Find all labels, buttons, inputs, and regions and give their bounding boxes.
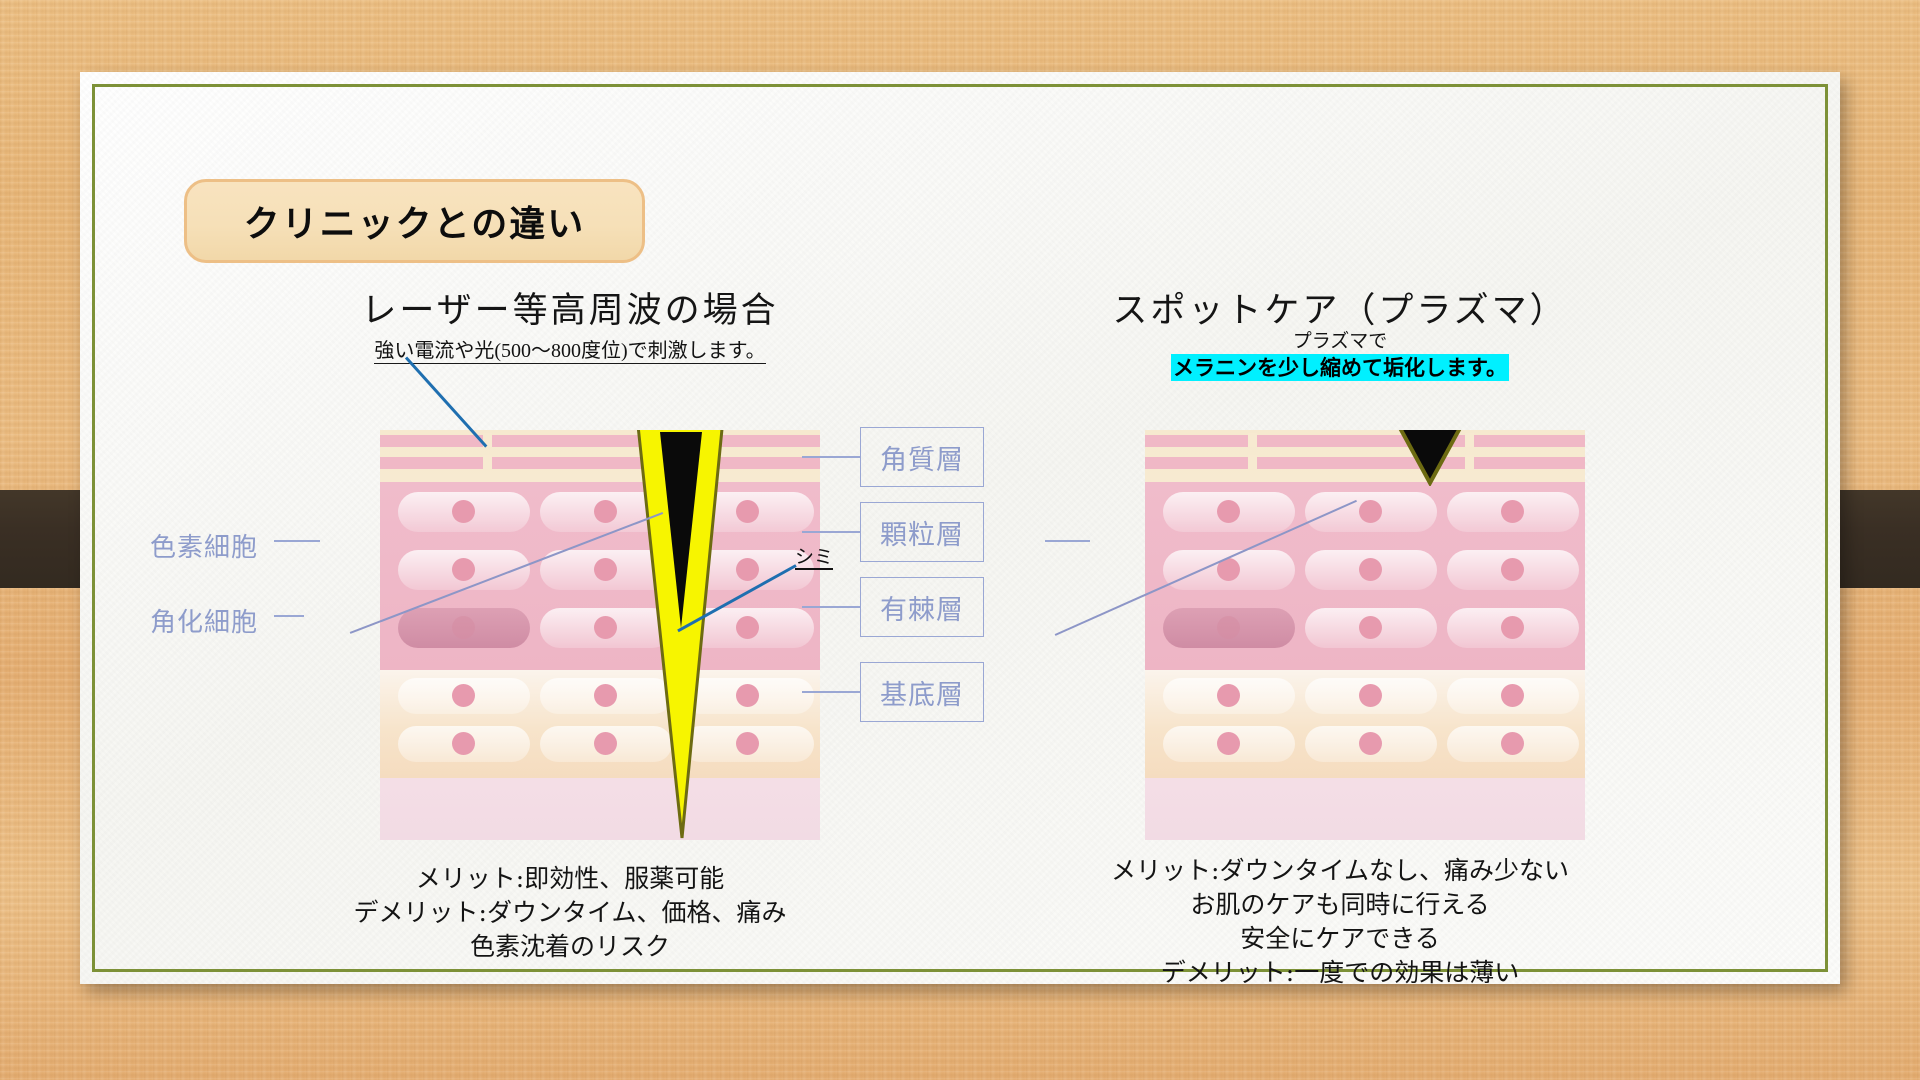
layer-label-corneum[interactable]: 角質層 — [860, 427, 984, 487]
skin-cell-nucleus — [1501, 684, 1524, 707]
layer-label-text: 有棘層 — [880, 594, 964, 626]
panel-right-subtitle-2: メラニンを少し縮めて垢化します。 — [1171, 354, 1509, 381]
skin-cell-nucleus — [452, 500, 475, 523]
side-label-tick — [1045, 540, 1090, 542]
corneum-stripe — [380, 457, 820, 469]
skin-cell-nucleus — [1217, 500, 1240, 523]
skin-layer-granular — [380, 482, 820, 670]
skin-cell-nucleus — [1359, 616, 1382, 639]
skin-layer-granular — [1145, 482, 1585, 670]
merit-line: お肌のケアも同時に行える — [1190, 890, 1490, 919]
skin-layer-corneum — [380, 430, 820, 482]
skin-diagram-left — [380, 430, 820, 840]
skin-cell-nucleus — [594, 684, 617, 707]
layer-tick — [802, 606, 860, 608]
skin-cell-nucleus — [1501, 732, 1524, 755]
skin-layer-corneum — [1145, 430, 1585, 482]
merit-line: メリット:ダウンタイムなし、痛み少ない — [1111, 856, 1569, 885]
panel-left-bottom-text: メリット:即効性、服薬可能 デメリット:ダウンタイム、価格、痛み 色素沈着のリス… — [210, 862, 930, 964]
skin-cell-nucleus — [594, 558, 617, 581]
panel-left-subtitle-wrap: 強い電流や光(500〜800度位)で刺激します。 — [210, 334, 930, 364]
corneum-stripe — [1145, 435, 1585, 447]
skin-cell-nucleus — [736, 732, 759, 755]
slide-title-box: クリニックとの違い — [184, 179, 645, 263]
panel-laser: レーザー等高周波の場合 強い電流や光(500〜800度位)で刺激します。 — [210, 282, 930, 982]
skin-cell-nucleus — [594, 500, 617, 523]
skin-cell-nucleus — [594, 616, 617, 639]
layer-tick — [802, 456, 860, 458]
skin-layer-spinous — [1145, 670, 1585, 778]
layer-tick — [802, 691, 860, 693]
skin-cell-nucleus — [1501, 500, 1524, 523]
corneum-gap — [1248, 455, 1257, 469]
layer-label-text: 角質層 — [880, 444, 964, 476]
panel-right-subtitle-2-wrap: メラニンを少し縮めて垢化します。 — [980, 352, 1700, 382]
skin-cell-nucleus — [452, 616, 475, 639]
layer-label-granular[interactable]: 顆粒層 — [860, 502, 984, 562]
side-label-tick — [274, 615, 304, 617]
plasma-spot-icon — [1398, 430, 1462, 486]
skin-cell-nucleus — [452, 558, 475, 581]
skin-cell-nucleus — [1359, 684, 1382, 707]
skin-cell-nucleus — [736, 616, 759, 639]
demerit-line: デメリット:一度での効果は薄い — [1160, 958, 1520, 987]
skin-cell-nucleus — [1359, 500, 1382, 523]
panel-spotcare: スポットケア（プラズマ） プラズマで メラニンを少し縮めて垢化します。 — [980, 282, 1700, 987]
panel-left-heading: レーザー等高周波の場合 — [361, 291, 779, 331]
corneum-gap — [1465, 433, 1474, 447]
skin-cell-nucleus — [1501, 558, 1524, 581]
skin-diagram-right — [1145, 430, 1585, 840]
skin-cell-nucleus — [1501, 616, 1524, 639]
corneum-gap — [1465, 455, 1474, 469]
side-label-keratinocyte: 角化細胞 — [150, 602, 258, 639]
panel-left-subtitle: 強い電流や光(500〜800度位)で刺激します。 — [374, 340, 766, 364]
page-title: クリニックとの違い — [243, 203, 586, 245]
side-label-text: 色素細胞 — [150, 533, 259, 563]
side-label-tick — [274, 540, 320, 542]
skin-cell-nucleus — [452, 684, 475, 707]
skin-cell-nucleus — [1359, 732, 1382, 755]
panel-right-subtitle-1: プラズマで — [1292, 331, 1388, 352]
layer-tick — [802, 531, 860, 533]
slide-inner-border — [92, 84, 1828, 972]
skin-layer-basal — [380, 778, 820, 840]
skin-layer-basal — [1145, 778, 1585, 840]
skin-cell-nucleus — [1217, 732, 1240, 755]
skin-cell-nucleus — [1217, 616, 1240, 639]
skin-layer-spinous — [380, 670, 820, 778]
skin-cell-nucleus — [736, 500, 759, 523]
skin-cell-nucleus — [1217, 558, 1240, 581]
side-label-text: 角化細胞 — [150, 608, 259, 638]
skin-cell-nucleus — [736, 558, 759, 581]
corneum-gap — [1248, 433, 1257, 447]
skin-cell-nucleus — [594, 732, 617, 755]
layer-label-basal[interactable]: 基底層 — [860, 662, 984, 722]
layer-label-spinous[interactable]: 有棘層 — [860, 577, 984, 637]
corneum-stripe — [380, 435, 820, 447]
demerit-line: 色素沈着のリスク — [469, 932, 670, 961]
panel-right-heading: スポットケア（プラズマ） — [1112, 291, 1568, 331]
layer-label-text: 基底層 — [880, 679, 964, 711]
spot-label: シミ — [795, 547, 834, 570]
corneum-gap — [483, 433, 492, 447]
skin-cell-nucleus — [736, 684, 759, 707]
skin-cell-nucleus — [452, 732, 475, 755]
layer-label-text: 顆粒層 — [880, 519, 964, 551]
laser-beam-icon — [636, 430, 724, 839]
slide-card: クリニックとの違い レーザー等高周波の場合 強い電流や光(500〜800度位)で… — [80, 72, 1840, 987]
panel-right-bottom-text: メリット:ダウンタイムなし、痛み少ない お肌のケアも同時に行える 安全にケアでき… — [980, 854, 1700, 990]
corneum-gap — [483, 455, 492, 469]
side-label-melanocyte: 色素細胞 — [150, 527, 258, 564]
spot-label-wrap: シミ — [795, 542, 834, 570]
skin-cell-nucleus — [1217, 684, 1240, 707]
demerit-line: デメリット:ダウンタイム、価格、痛み — [353, 898, 787, 927]
merit-line: 安全にケアできる — [1240, 924, 1440, 953]
skin-cell-nucleus — [1359, 558, 1382, 581]
merit-line: メリット:即効性、服薬可能 — [415, 864, 725, 893]
corneum-stripe — [1145, 457, 1585, 469]
